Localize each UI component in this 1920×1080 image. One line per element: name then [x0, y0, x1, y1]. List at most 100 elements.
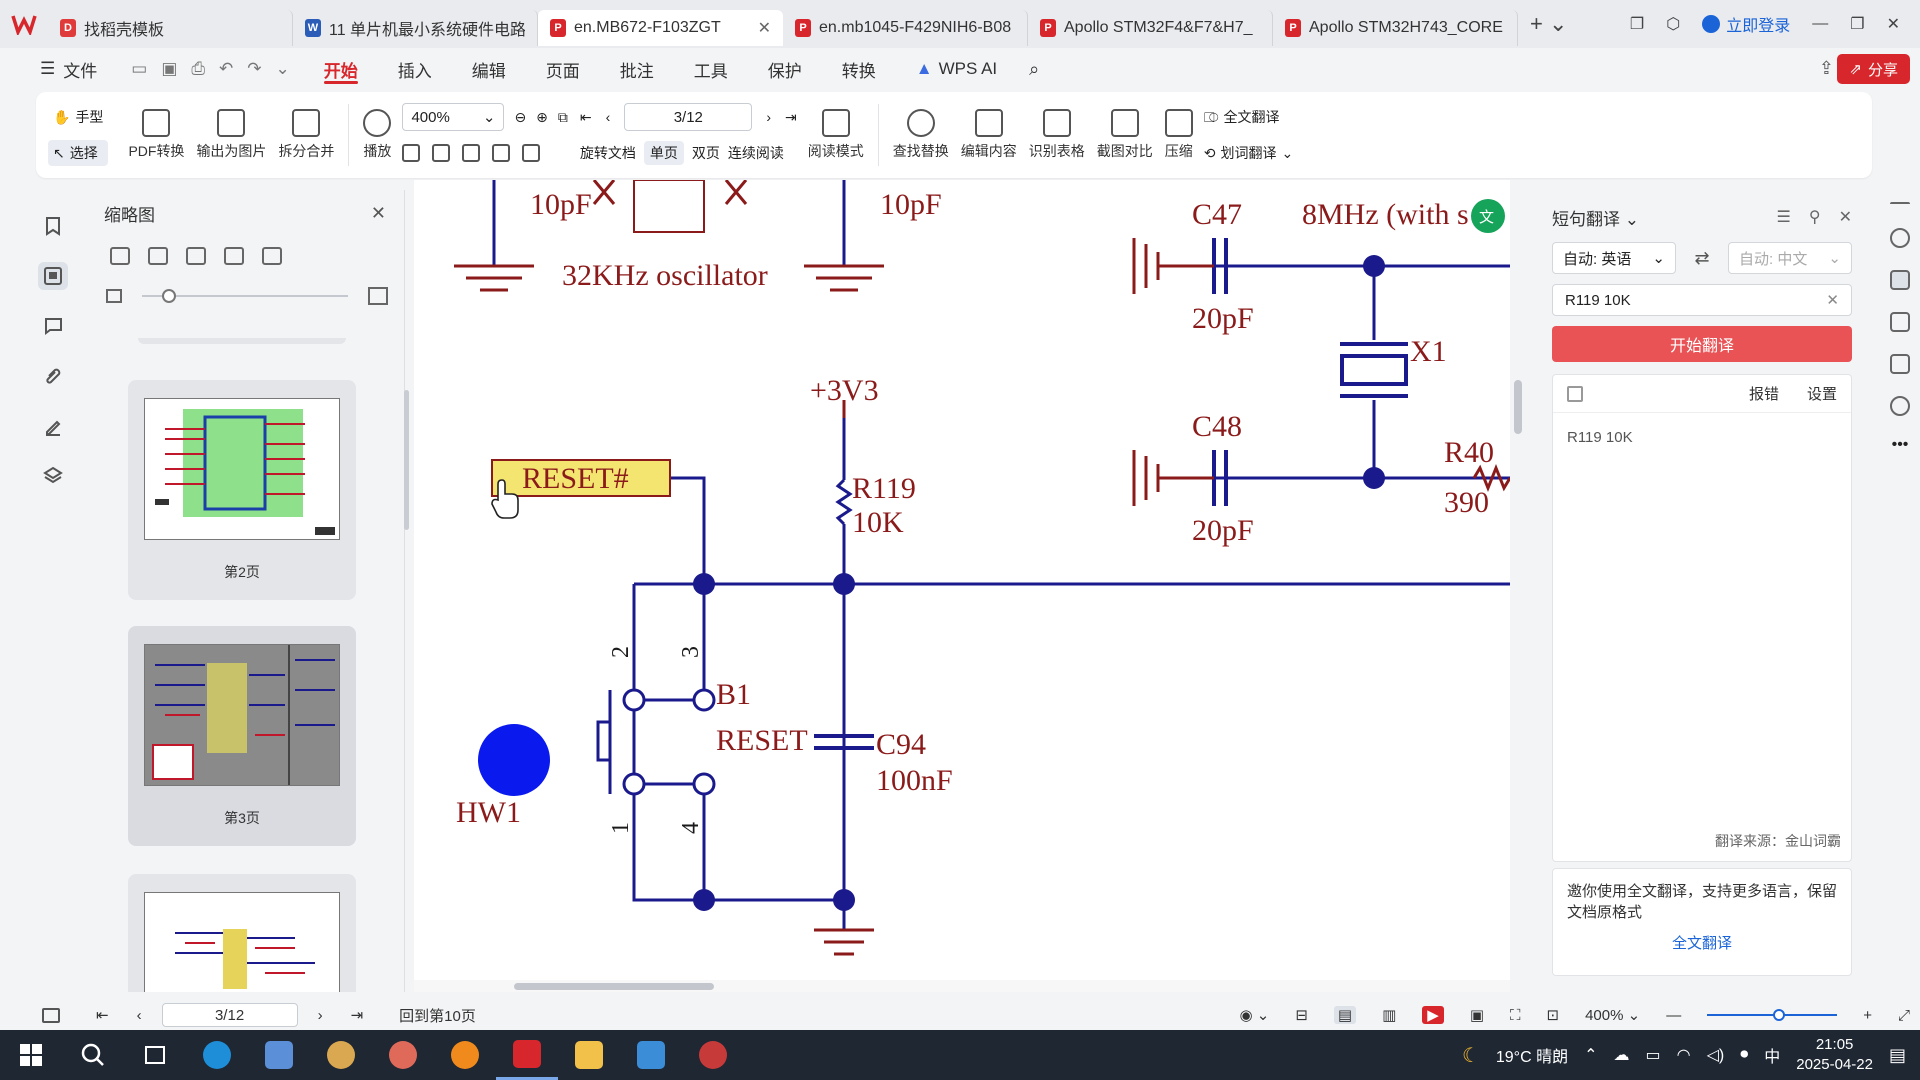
- source-language-select[interactable]: 自动: 英语⌄: [1552, 242, 1676, 274]
- start-button[interactable]: [0, 1030, 62, 1080]
- swap-languages-icon[interactable]: ⇄: [1694, 247, 1710, 268]
- menu-start[interactable]: 开始: [304, 48, 378, 90]
- tab-word-doc[interactable]: W 11 单片机最小系统硬件电路: [293, 10, 538, 46]
- search-icon[interactable]: [1890, 228, 1910, 248]
- prev-page-icon[interactable]: ‹: [605, 109, 611, 125]
- crop-icon[interactable]: ⊡: [1546, 1007, 1560, 1024]
- redo-icon[interactable]: ↷: [247, 59, 262, 78]
- pinwheel-app-icon[interactable]: [372, 1030, 434, 1080]
- search-icon[interactable]: ⌕: [1029, 58, 1040, 79]
- save-icon[interactable]: ▣: [161, 59, 178, 78]
- microphone-icon[interactable]: ⏺: [1740, 1046, 1749, 1063]
- menu-annotate[interactable]: 批注: [619, 61, 654, 81]
- compress-button[interactable]: 压缩: [1159, 98, 1199, 172]
- file-menu[interactable]: ☰文件: [40, 57, 117, 82]
- share-button[interactable]: ⇗分享: [1837, 54, 1910, 84]
- tab-mb672-pdf[interactable]: P en.MB672-F103ZGT ✕: [538, 10, 783, 46]
- copy-icon[interactable]: [1567, 385, 1583, 402]
- rotate-doc-button[interactable]: 旋转文档: [579, 145, 636, 161]
- notification-icon[interactable]: ▤: [1888, 1044, 1906, 1065]
- menu-protect[interactable]: 保护: [767, 61, 802, 81]
- report-error-button[interactable]: 报错: [1748, 386, 1779, 403]
- weather-text[interactable]: 19°C 晴朗: [1495, 1049, 1569, 1066]
- split-merge-button[interactable]: 拆分合并: [272, 98, 340, 172]
- zoom-out-icon[interactable]: ⊖: [514, 108, 527, 125]
- book-open-icon[interactable]: [1890, 354, 1910, 374]
- zoom-in-icon[interactable]: +: [1863, 1006, 1872, 1024]
- close-tab-icon[interactable]: ✕: [757, 20, 771, 37]
- first-page-icon[interactable]: ⇤: [579, 108, 592, 125]
- cloud-upload-icon[interactable]: ⇪: [1818, 58, 1834, 78]
- target-language-select[interactable]: 自动: 中文⌄: [1728, 242, 1852, 274]
- prev-page-icon[interactable]: ‹: [136, 1006, 142, 1024]
- screenshot-compare-button[interactable]: 截图对比: [1091, 98, 1159, 172]
- play-button[interactable]: 播放: [357, 98, 397, 172]
- window-restore-icon[interactable]: ❐: [1629, 16, 1645, 33]
- weather-moon-icon[interactable]: ☾: [1461, 1044, 1480, 1067]
- fit-width-icon[interactable]: [432, 144, 451, 162]
- wps-taskbar-icon[interactable]: [496, 1030, 558, 1080]
- actual-size-icon[interactable]: [402, 144, 421, 162]
- zoom-out-icon[interactable]: —: [1666, 1006, 1682, 1024]
- login-button[interactable]: 立即登录: [1702, 12, 1790, 36]
- calculator-icon[interactable]: [248, 1030, 310, 1080]
- attachment-icon[interactable]: [38, 362, 68, 390]
- rotate-page-icon[interactable]: [262, 247, 282, 265]
- next-page-icon[interactable]: ›: [317, 1006, 323, 1024]
- menu-icon[interactable]: ☰: [1776, 209, 1791, 226]
- thumbnail-page-4[interactable]: [128, 874, 356, 992]
- cube-icon[interactable]: ⬡: [1666, 16, 1681, 33]
- find-replace-button[interactable]: 查找替换: [887, 98, 955, 172]
- close-panel-icon[interactable]: ✕: [370, 202, 386, 223]
- tab-docer-templates[interactable]: D 找稻壳模板: [48, 10, 293, 46]
- recognize-table-button[interactable]: 识别表格: [1023, 98, 1091, 172]
- signature-icon[interactable]: [38, 412, 68, 440]
- rotate-right-icon[interactable]: [522, 144, 541, 162]
- input-method-indicator[interactable]: 中: [1764, 1049, 1781, 1066]
- slider-track[interactable]: [142, 289, 348, 303]
- thumbnail-size-slider[interactable]: [90, 276, 404, 316]
- translate-tool-icon[interactable]: [1890, 270, 1910, 290]
- vertical-scrollbar[interactable]: [1512, 190, 1524, 992]
- close-panel-icon[interactable]: ✕: [1838, 209, 1852, 226]
- wps-logo-icon[interactable]: [0, 0, 48, 48]
- back-to-page-link[interactable]: 回到第10页: [399, 1007, 476, 1025]
- task-view-icon[interactable]: [124, 1030, 186, 1080]
- vertical-scroll-thumb[interactable]: [1514, 380, 1522, 434]
- single-page-button[interactable]: 单页: [643, 141, 684, 165]
- bookmark-icon[interactable]: [38, 212, 68, 240]
- snipping-tool-icon[interactable]: [620, 1030, 682, 1080]
- pin-icon[interactable]: ⚲: [1808, 209, 1821, 226]
- menu-edit[interactable]: 编辑: [471, 61, 506, 81]
- export-image-button[interactable]: 输出为图片: [190, 98, 272, 172]
- close-window-icon[interactable]: ✕: [1886, 16, 1900, 33]
- wifi-icon[interactable]: ◠: [1676, 1047, 1691, 1064]
- comment-icon[interactable]: [38, 312, 68, 340]
- grid-view-icon[interactable]: [110, 247, 130, 265]
- open-folder-icon[interactable]: ▭: [131, 59, 148, 78]
- select-tool-button[interactable]: ↖选择: [48, 140, 109, 166]
- horizontal-scroll-thumb[interactable]: [514, 983, 714, 990]
- zoom-level-select[interactable]: 400% ⌄: [1585, 1007, 1641, 1024]
- translate-input[interactable]: R119 10K✕: [1552, 284, 1852, 316]
- eye-icon[interactable]: ◉ ⌄: [1239, 1007, 1270, 1024]
- menu-convert[interactable]: 转换: [841, 61, 876, 81]
- clear-input-icon[interactable]: ✕: [1826, 292, 1839, 309]
- tray-expand-icon[interactable]: ⌃: [1584, 1047, 1598, 1064]
- translate-mode-select[interactable]: 短句翻译 ⌄: [1552, 205, 1639, 230]
- next-page-icon[interactable]: ›: [766, 109, 771, 125]
- undo-icon[interactable]: ↶: [218, 59, 234, 78]
- fit-width-icon[interactable]: ⊟: [1295, 1007, 1308, 1024]
- full-translate-link[interactable]: 全文翻译: [1671, 935, 1732, 952]
- pdf-convert-button[interactable]: PDF转换: [122, 98, 190, 172]
- hand-tool-button[interactable]: ✋手型: [48, 104, 108, 130]
- double-page-view-icon[interactable]: ▥: [1382, 1007, 1397, 1024]
- more-icon[interactable]: •••: [1891, 436, 1909, 453]
- sidebar-toggle-icon[interactable]: [42, 1007, 60, 1023]
- single-page-view-icon[interactable]: ▤: [1333, 1006, 1357, 1024]
- double-page-button[interactable]: 双页: [691, 145, 720, 161]
- last-page-icon[interactable]: ⇥: [350, 1007, 364, 1024]
- word-translate-button[interactable]: ⟲划词翻译⌄: [1199, 140, 1298, 166]
- tab-apollo-f4-pdf[interactable]: P Apollo STM32F4&F7&H7_: [1028, 10, 1273, 46]
